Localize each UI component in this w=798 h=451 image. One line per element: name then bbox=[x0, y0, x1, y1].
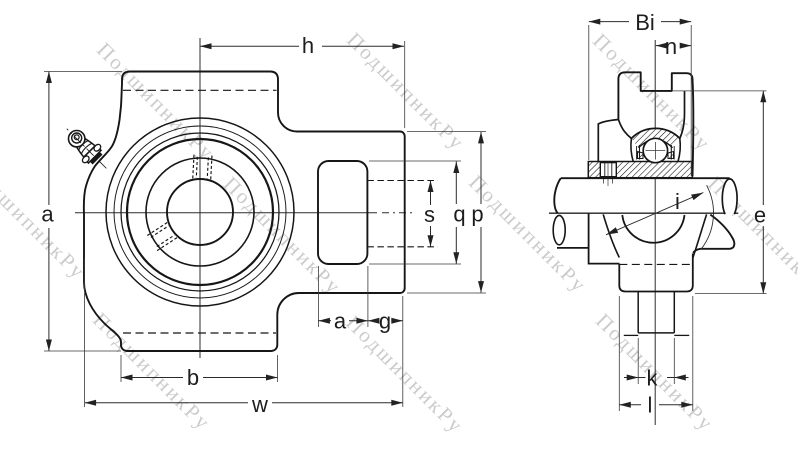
svg-text:b: b bbox=[187, 365, 199, 390]
svg-text:i: i bbox=[675, 189, 680, 214]
svg-text:h: h bbox=[302, 33, 314, 58]
svg-text:g: g bbox=[379, 309, 391, 334]
svg-text:e: e bbox=[754, 203, 766, 228]
svg-text:a: a bbox=[334, 309, 347, 334]
svg-text:p: p bbox=[471, 202, 483, 227]
svg-text:a: a bbox=[41, 202, 54, 227]
svg-text:k: k bbox=[647, 366, 659, 391]
svg-text:s: s bbox=[424, 202, 435, 227]
svg-text:Bi: Bi bbox=[635, 10, 655, 35]
svg-text:l: l bbox=[648, 393, 653, 418]
svg-text:n: n bbox=[665, 34, 677, 59]
svg-text:q: q bbox=[453, 202, 465, 227]
svg-text:w: w bbox=[251, 392, 268, 417]
